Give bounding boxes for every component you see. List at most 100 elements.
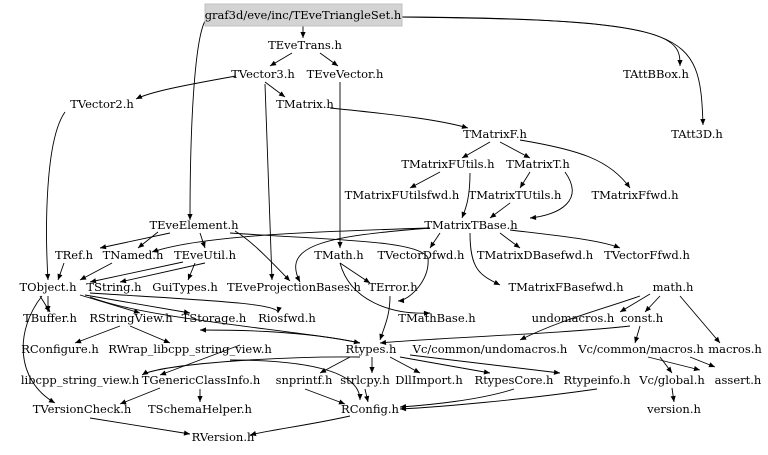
node-vc-common-macros[interactable]: Vc/common/macros.h xyxy=(577,342,704,356)
edge-arrowhead xyxy=(413,367,420,373)
node-macros[interactable]: macros.h xyxy=(708,342,762,356)
node-riosfwd[interactable]: Riosfwd.h xyxy=(258,311,316,325)
edge-arrowhead xyxy=(430,241,436,248)
edge-arrowhead xyxy=(294,275,300,282)
node-tvectorffwd[interactable]: TVectorFfwd.h xyxy=(604,248,690,262)
node-teve-vector[interactable]: TEveVector.h xyxy=(307,67,384,81)
node-guitypes[interactable]: GuiTypes.h xyxy=(152,280,218,294)
dependency-edge xyxy=(119,262,206,283)
dependency-edge xyxy=(339,262,431,314)
node-undomacros[interactable]: undomacros.h xyxy=(532,311,615,325)
edge-arrowhead xyxy=(45,273,51,280)
node-tobject[interactable]: TObject.h xyxy=(20,280,78,294)
dependency-edge xyxy=(399,388,598,410)
dependency-edge xyxy=(46,111,66,281)
node-rtypescore[interactable]: RtypesCore.h xyxy=(475,373,555,387)
node-tnamed[interactable]: TNamed.h xyxy=(103,248,164,262)
edge-arrowhead xyxy=(624,181,630,188)
edge-arrowhead xyxy=(490,212,497,218)
node-rtypeinfo[interactable]: Rtypeinfo.h xyxy=(563,373,631,387)
node-teve-element[interactable]: TEveElement.h xyxy=(149,218,239,232)
node-snprintf[interactable]: snprintf.h xyxy=(276,373,333,387)
node-tmatrixfutilsfwd[interactable]: TMatrixFUtilsfwd.h xyxy=(345,188,460,202)
node-rconfigure[interactable]: RConfigure.h xyxy=(21,342,99,356)
node-tstring[interactable]: TString.h xyxy=(86,280,142,294)
edge-arrowhead xyxy=(369,367,375,373)
node-const[interactable]: const.h xyxy=(621,311,664,325)
dependency-edge xyxy=(679,295,721,344)
dependency-edge xyxy=(151,227,431,253)
node-rversion[interactable]: RVersion.h xyxy=(192,430,255,444)
node-tmatrixtutils[interactable]: TMatrixTUtils.h xyxy=(469,188,562,202)
node-teve-util[interactable]: TEveUtil.h xyxy=(174,248,237,262)
node-tmatrixt[interactable]: TMatrixT.h xyxy=(506,157,570,171)
node-tatt3d[interactable]: TAtt3D.h xyxy=(671,127,723,141)
node-tbuffer[interactable]: TBuffer.h xyxy=(23,311,77,325)
node-math[interactable]: math.h xyxy=(653,280,694,294)
edge-arrowhead xyxy=(57,273,63,280)
dependency-edge xyxy=(379,295,391,341)
edge-arrowhead xyxy=(80,274,87,280)
dependency-edge xyxy=(399,388,515,408)
edge-arrowhead xyxy=(523,152,530,158)
node-tmatrixdbasefwd[interactable]: TMatrixDBasefwd.h xyxy=(477,248,594,262)
node-terror[interactable]: TError.h xyxy=(368,280,418,294)
edge-arrowhead xyxy=(138,242,145,248)
node-tgenericclassinfo[interactable]: TGenericClassInfo.h xyxy=(142,373,261,387)
edge-arrowhead xyxy=(160,370,167,376)
dependency-edge xyxy=(159,344,241,376)
node-tmatrixffwd[interactable]: TMatrixFfwd.h xyxy=(591,188,679,202)
dependency-edge xyxy=(529,171,573,219)
root-node-label[interactable]: graf3d/eve/inc/TEveTriangleSet.h xyxy=(205,8,402,22)
dependency-edge xyxy=(84,294,191,314)
edge-arrowhead xyxy=(200,327,206,333)
dependency-edge xyxy=(74,325,121,344)
node-tmatrixtbase[interactable]: TMatrixTBase.h xyxy=(424,218,518,232)
edge-arrowhead xyxy=(320,367,327,373)
node-tmatrixfutils[interactable]: TMatrixFUtils.h xyxy=(401,157,495,171)
node-teve-trans[interactable]: TEveTrans.h xyxy=(268,38,342,52)
node-tstorage[interactable]: TStorage.h xyxy=(182,311,247,325)
node-libcpp-string-view[interactable]: libcpp_string_view.h xyxy=(21,373,140,387)
node-tvector2[interactable]: TVector2.h xyxy=(70,97,134,111)
dependency-edge xyxy=(519,139,631,189)
node-tmatrix[interactable]: TMatrix.h xyxy=(276,97,334,111)
node-rwrap-libcpp-string-view[interactable]: RWrap_libcpp_string_view.h xyxy=(108,342,272,356)
node-tvectordfwd[interactable]: TVectorDfwd.h xyxy=(378,248,466,262)
node-rstringview[interactable]: RStringView.h xyxy=(89,311,173,325)
dependency-edge xyxy=(199,329,361,344)
node-rconfig[interactable]: RConfig.h xyxy=(341,402,399,416)
node-tmath[interactable]: TMath.h xyxy=(314,248,364,262)
node-strlcpy[interactable]: strlcpy.h xyxy=(340,373,390,387)
edge-arrowhead xyxy=(620,306,627,312)
edge-arrowhead xyxy=(269,273,275,280)
node-tversioncheck[interactable]: TVersionCheck.h xyxy=(33,402,132,416)
dependency-edge xyxy=(89,261,184,283)
node-tvector3[interactable]: TVector3.h xyxy=(231,67,295,81)
node-teve-projection-bases[interactable]: TEveProjectionBases.h xyxy=(227,280,362,294)
edge-arrowhead xyxy=(48,397,55,403)
node-vc-common-undomacros[interactable]: Vc/common/undomacros.h xyxy=(412,342,568,356)
node-vc-global[interactable]: Vc/global.h xyxy=(638,373,705,387)
node-version[interactable]: version.h xyxy=(646,402,701,416)
edge-arrowhead xyxy=(666,366,672,373)
node-dllimport[interactable]: DllImport.h xyxy=(395,373,463,387)
node-tschemahelper[interactable]: TSchemaHelper.h xyxy=(148,402,253,416)
node-tmathbase[interactable]: TMathBase.h xyxy=(398,311,476,325)
node-tmatrixfbasefwd[interactable]: TMatrixFBasefwd.h xyxy=(508,280,624,294)
dependency-edge xyxy=(89,417,191,435)
edge-arrowhead xyxy=(693,366,700,372)
dependency-edge xyxy=(339,262,371,284)
edge-arrowhead xyxy=(423,310,430,316)
edge-arrowhead xyxy=(677,60,683,66)
node-tattbbox[interactable]: TAttBBox.h xyxy=(623,67,689,81)
dependency-edge xyxy=(399,16,681,67)
node-tmatrixf[interactable]: TMatrixF.h xyxy=(463,127,527,141)
node-tref[interactable]: TRef.h xyxy=(55,248,94,262)
dependency-edge xyxy=(79,294,141,314)
node-rtypes[interactable]: Rtypes.h xyxy=(346,342,398,356)
node-assert[interactable]: assert.h xyxy=(715,373,762,387)
root-node-box[interactable] xyxy=(204,3,403,27)
edge-arrowhead xyxy=(634,336,640,343)
dependency-edge xyxy=(249,415,351,436)
